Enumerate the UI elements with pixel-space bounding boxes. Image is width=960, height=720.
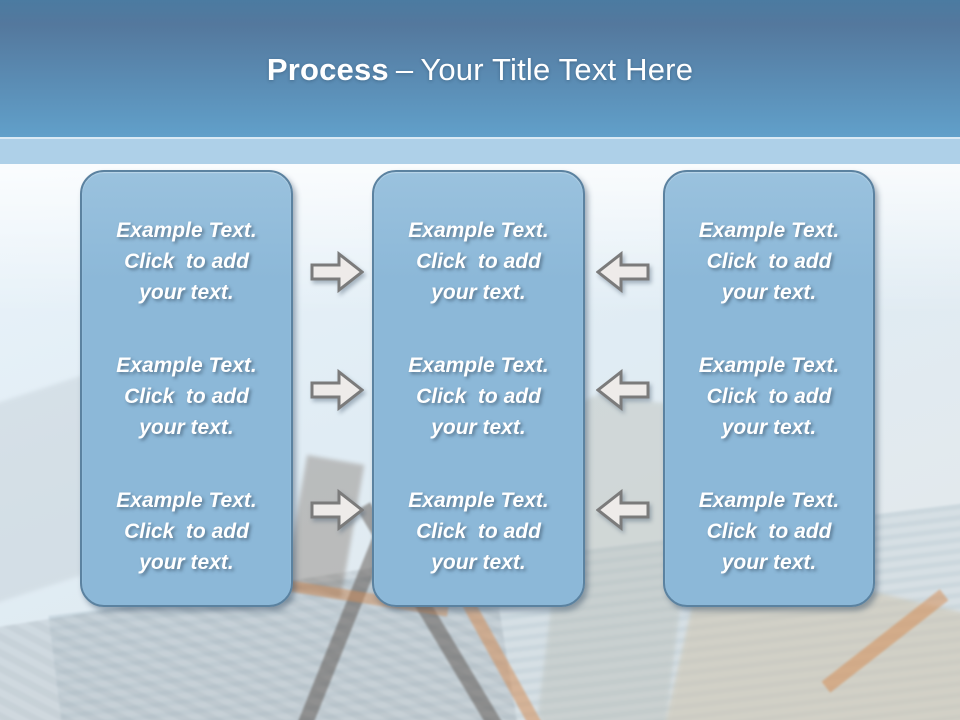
slide-title[interactable]: Process–Your Title Text Here	[0, 52, 960, 88]
title-dash: –	[395, 52, 414, 87]
text-placeholder[interactable]: Example Text. Click to add your text.	[698, 219, 840, 304]
process-panel-right[interactable]: Example Text. Click to add your text. Ex…	[663, 170, 875, 607]
slide-header: Process–Your Title Text Here	[0, 0, 960, 137]
left-arrow-icon-2[interactable]	[596, 367, 650, 413]
text-placeholder[interactable]: Example Text. Click to add your text.	[116, 354, 257, 439]
left-arrow-icon-3[interactable]	[596, 487, 650, 533]
text-placeholder[interactable]: Example Text. Click to add your text.	[698, 489, 840, 574]
text-placeholder[interactable]: Example Text. Click to add your text.	[408, 354, 549, 439]
header-accent-band	[0, 137, 960, 164]
text-placeholder[interactable]: Example Text. Click to add your text.	[116, 219, 257, 304]
title-keyword: Process	[266, 52, 389, 87]
text-placeholder[interactable]: Example Text. Click to add your text.	[116, 489, 257, 574]
text-placeholder[interactable]: Example Text. Click to add your text.	[408, 219, 549, 304]
process-panel-middle[interactable]: Example Text. Click to add your text. Ex…	[372, 170, 585, 607]
process-panel-left[interactable]: Example Text. Click to add your text. Ex…	[80, 170, 293, 607]
left-arrow-icon-1[interactable]	[596, 249, 650, 295]
right-arrow-icon-3[interactable]	[310, 487, 364, 533]
right-arrow-icon-1[interactable]	[310, 249, 364, 295]
text-placeholder[interactable]: Example Text. Click to add your text.	[408, 489, 549, 574]
text-placeholder[interactable]: Example Text. Click to add your text.	[698, 354, 840, 439]
right-arrow-icon-2[interactable]	[310, 367, 364, 413]
title-text: Your Title Text Here	[420, 52, 694, 87]
